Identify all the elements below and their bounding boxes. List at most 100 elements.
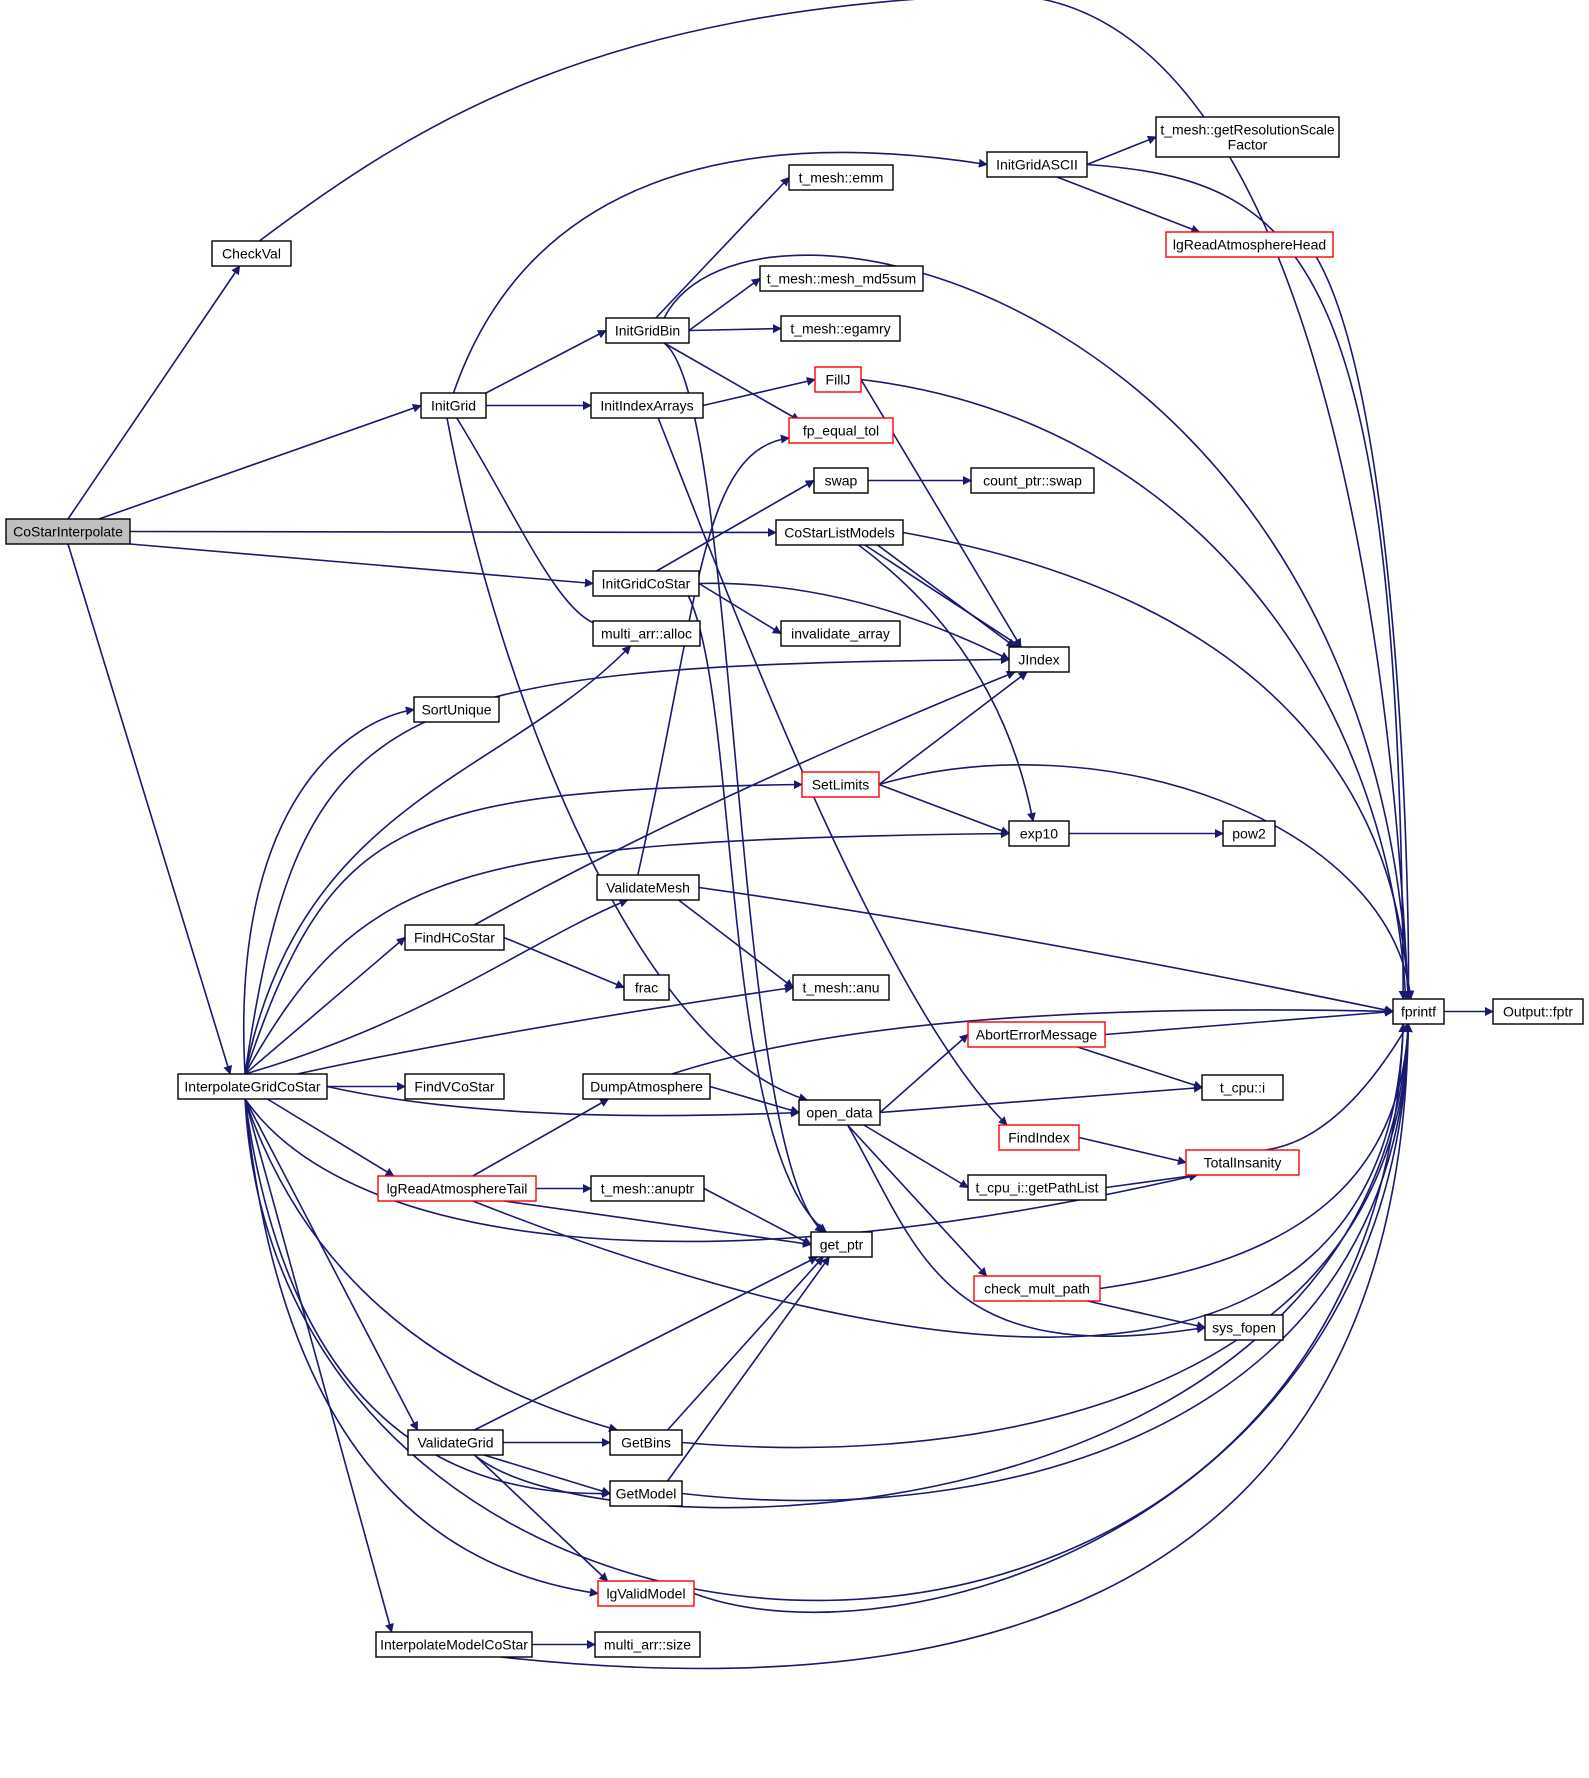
node-check_mult_path[interactable]: check_mult_path (973, 1275, 1101, 1302)
node-invalidate_array[interactable]: invalidate_array (780, 620, 901, 647)
edge-CoStarListModels-to-JIndex (864, 544, 1022, 648)
node-CheckVal[interactable]: CheckVal (211, 240, 292, 267)
node-count_ptr_swap[interactable]: count_ptr::swap (970, 467, 1095, 494)
node-box (814, 366, 862, 393)
edge-ValidateMesh-to-fprintf (698, 886, 1394, 1015)
node-InitGridCoStar[interactable]: InitGridCoStar (592, 570, 700, 597)
node-Output_fptr[interactable]: Output::fptr (1492, 998, 1584, 1025)
edge-AbortErrorMessage-to-fprintf (1104, 1007, 1394, 1036)
node-get_ptr[interactable]: get_ptr (810, 1231, 873, 1258)
node-multi_arr_alloc[interactable]: multi_arr::alloc (592, 620, 701, 647)
node-box (407, 1429, 504, 1456)
node-lgValidModel[interactable]: lgValidModel (597, 1580, 695, 1607)
node-InterpolateModelCoStar[interactable]: InterpolateModelCoStar (375, 1631, 533, 1658)
node-label: t_mesh::mesh_md5sum (767, 271, 916, 287)
node-label: Factor (1228, 137, 1268, 153)
node-lgReadAtmosphereHead[interactable]: lgReadAtmosphereHead (1165, 231, 1334, 258)
edge-check_mult_path-to-sys_fopen (1087, 1300, 1206, 1331)
node-t_mesh_anu[interactable]: t_mesh::anu (792, 974, 890, 1001)
node-AbortErrorMessage[interactable]: AbortErrorMessage (967, 1021, 1106, 1048)
edge-SetLimits-to-fprintf (878, 764, 1415, 1000)
node-FillJ[interactable]: FillJ (814, 366, 862, 393)
node-SortUnique[interactable]: SortUnique (413, 696, 500, 723)
edge-ValidateGrid-to-get_ptr (474, 1256, 818, 1431)
node-InterpolateGridCoStar[interactable]: InterpolateGridCoStar (177, 1073, 328, 1100)
node-label: InterpolateGridCoStar (184, 1079, 321, 1095)
node-FindHCoStar[interactable]: FindHCoStar (404, 924, 505, 951)
edge-lgReadAtmosphereTail-to-DumpAtmosphere (472, 1098, 610, 1177)
node-t_mesh_egamry[interactable]: t_mesh::egamry (780, 315, 901, 342)
node-box (973, 1275, 1101, 1302)
edge-InterpolateGridCoStar-to-GetBins (244, 1098, 619, 1433)
edge-InterpolateGridCoStar-to-FindHCoStar (244, 936, 406, 1075)
node-label: Output::fptr (1503, 1004, 1573, 1020)
edge-InterpolateGridCoStar-to-fprintf (244, 1023, 1408, 1602)
node-label: GetModel (616, 1486, 677, 1502)
node-lgReadAtmosphereTail[interactable]: lgReadAtmosphereTail (377, 1175, 537, 1202)
edge-FindIndex-to-TotalInsanity (1078, 1136, 1187, 1166)
node-pow2[interactable]: pow2 (1222, 820, 1276, 847)
edge-ValidateGrid-to-lgValidModel (473, 1454, 609, 1582)
node-getPathList[interactable]: t_cpu_i::getPathList (967, 1174, 1107, 1201)
node-box (582, 1073, 711, 1100)
node-box (377, 1175, 537, 1202)
edge-check_mult_path-to-fprintf (1099, 1023, 1413, 1290)
node-label: sys_fopen (1212, 1320, 1276, 1336)
node-box (1008, 646, 1070, 673)
node-SetLimits[interactable]: SetLimits (801, 771, 880, 798)
edge-InterpolateGridCoStar-to-InterpolateModelCoStar (244, 1098, 394, 1633)
node-box (404, 1073, 505, 1100)
node-ValidateGrid[interactable]: ValidateGrid (407, 1429, 504, 1456)
node-t_mesh_emm[interactable]: t_mesh::emm (788, 164, 894, 191)
node-multi_arr_size[interactable]: multi_arr::size (594, 1631, 701, 1658)
node-ValidateMesh[interactable]: ValidateMesh (596, 874, 700, 901)
node-t_mesh_mesh_md5sum[interactable]: t_mesh::mesh_md5sum (759, 265, 924, 292)
node-TotalInsanity[interactable]: TotalInsanity (1185, 1149, 1300, 1176)
node-t_mesh_anuptr[interactable]: t_mesh::anuptr (590, 1175, 705, 1202)
edge-ValidateMesh-to-t_mesh_anu (678, 899, 794, 989)
node-sys_fopen[interactable]: sys_fopen (1204, 1314, 1284, 1341)
edge-lgReadAtmosphereTail-to-get_ptr (504, 1200, 812, 1248)
edge-InitGridASCII-to-fprintf (1086, 163, 1408, 1000)
node-label: ValidateMesh (606, 880, 690, 896)
node-t_cpu_i[interactable]: t_cpu::i (1201, 1074, 1284, 1101)
edge-InterpolateGridCoStar-to-exp10 (244, 829, 1010, 1075)
node-box (775, 519, 904, 546)
node-exp10[interactable]: exp10 (1008, 820, 1070, 847)
node-InitIndexArrays[interactable]: InitIndexArrays (590, 392, 704, 419)
edge-InitGridASCII-to-lgReadAtmosphereHead (1056, 176, 1201, 234)
node-label: lgValidModel (606, 1586, 685, 1602)
node-box (813, 467, 869, 494)
node-CoStarInterpolate[interactable]: CoStarInterpolate (5, 518, 131, 545)
node-GetBins[interactable]: GetBins (609, 1429, 683, 1456)
node-FindIndex[interactable]: FindIndex (998, 1124, 1080, 1151)
node-label: FindVCoStar (414, 1079, 494, 1095)
node-box (1204, 1314, 1284, 1341)
edge-InterpolateGridCoStar-to-open_data (326, 1085, 800, 1118)
node-label: DumpAtmosphere (590, 1079, 703, 1095)
edge-InterpolateGridCoStar-to-TotalInsanity (244, 1098, 1199, 1243)
edge-DumpAtmosphere-to-open_data (709, 1085, 800, 1115)
edge-GetBins-to-get_ptr (667, 1256, 824, 1431)
node-swap[interactable]: swap (813, 467, 869, 494)
node-InitGridBin[interactable]: InitGridBin (605, 317, 690, 344)
node-fp_equal_tol[interactable]: fp_equal_tol (788, 417, 894, 444)
edge-InterpolateGridCoStar-to-lgValidModel (244, 1098, 599, 1597)
node-InitGrid[interactable]: InitGrid (420, 392, 487, 419)
node-label: InitIndexArrays (600, 398, 693, 414)
node-CoStarListModels[interactable]: CoStarListModels (775, 519, 904, 546)
node-fprintf[interactable]: fprintf (1392, 998, 1445, 1025)
node-box (623, 974, 670, 1001)
edge-InitGridASCII-to-getResolutionScaleFactor (1086, 135, 1157, 166)
node-box (801, 771, 880, 798)
node-GetModel[interactable]: GetModel (609, 1480, 683, 1507)
node-JIndex[interactable]: JIndex (1008, 646, 1070, 673)
node-DumpAtmosphere[interactable]: DumpAtmosphere (582, 1073, 711, 1100)
node-frac[interactable]: frac (623, 974, 670, 1001)
node-FindVCoStar[interactable]: FindVCoStar (404, 1073, 505, 1100)
node-box (1165, 231, 1334, 258)
node-open_data[interactable]: open_data (798, 1099, 881, 1126)
edge-ValidateGrid-to-GetModel (483, 1454, 611, 1496)
node-InitGridASCII[interactable]: InitGridASCII (986, 151, 1088, 178)
